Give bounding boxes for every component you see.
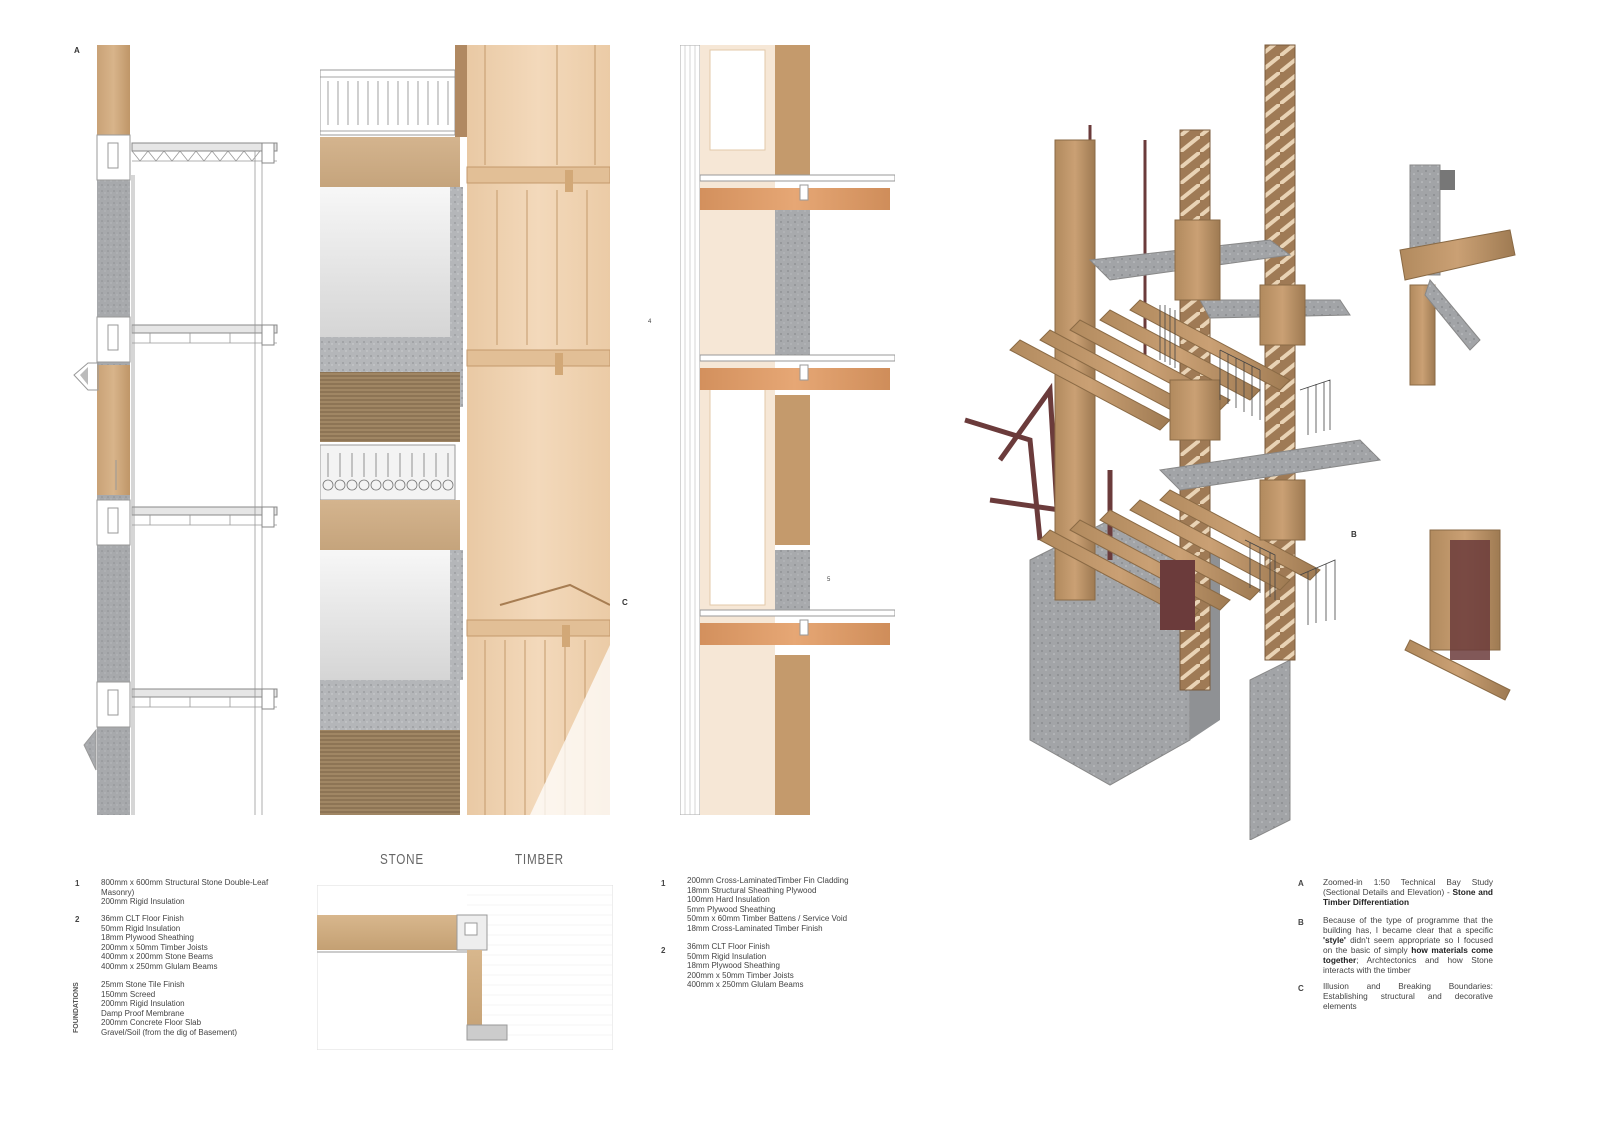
right-note-a-bold: Stone and Timber Differentiation	[1323, 887, 1494, 907]
left-note-2: 36mm CLT Floor Finish 50mm Rigid Insulat…	[101, 914, 217, 972]
left-note-1: 800mm x 600mm Structural Stone Double-Le…	[101, 878, 268, 907]
foundation-line: 150mm Screed	[101, 989, 156, 999]
left-note-1-line: 200mm Rigid Insulation	[101, 897, 185, 907]
tag-4: 4	[648, 319, 652, 325]
right-note-b: Because of the type of programme that th…	[1323, 915, 1493, 975]
middle-note-2-line: 18mm Plywood Sheathing	[687, 961, 780, 971]
heading-timber: TIMBER	[515, 851, 564, 868]
right-note-a: Zoomed-in 1:50 Technical Bay Study (Sect…	[1323, 877, 1493, 907]
middle-note-2-line: 200mm x 50mm Timber Joists	[687, 970, 794, 980]
middle-note-1-line: 18mm Cross-Laminated Timber Finish	[687, 923, 823, 933]
right-note-c: Illusion and Breaking Boundaries: Establ…	[1323, 981, 1493, 1011]
right-note-b-text: ; Archtectonics and how Stone interacts …	[1323, 955, 1493, 975]
middle-note-1: 200mm Cross-LaminatedTimber Fin Cladding…	[687, 876, 849, 934]
elevation-label-c: C	[622, 598, 628, 607]
right-note-b-text: Because of the type of programme that th…	[1323, 915, 1493, 935]
right-note-b-letter: B	[1298, 918, 1304, 927]
right-note-a-text: Zoomed-in 1:50 Technical Bay Study (Sect…	[1323, 877, 1493, 897]
right-note-b-bold: how materials come together	[1323, 945, 1494, 965]
foundation-line: Gravel/Soil (from the dig of Basement)	[101, 1027, 238, 1037]
left-note-2-number: 2	[75, 915, 80, 924]
tag-5: 5	[827, 577, 831, 583]
wall-section-drawing	[680, 45, 895, 815]
middle-note-2-number: 2	[661, 946, 666, 955]
left-note-2-line: 200mm x 50mm Timber Joists	[101, 942, 208, 952]
right-note-b-text: didn't seem appropriate so I focused on …	[1323, 935, 1493, 955]
foundation-line: 25mm Stone Tile Finish	[101, 980, 185, 989]
left-note-1-line: 800mm x 600mm Structural Stone Double-Le…	[101, 878, 269, 887]
middle-note-1-line: 200mm Cross-LaminatedTimber Fin Cladding	[687, 876, 849, 885]
elevation-drawing	[320, 45, 610, 815]
foundation-line: 200mm Rigid Insulation	[101, 999, 185, 1009]
plan-detail-drawing	[317, 885, 613, 1050]
middle-note-1-line: 18mm Structural Sheathing Plywood	[687, 885, 817, 895]
timber-wall-mid	[97, 365, 130, 495]
left-note-1-number: 1	[75, 879, 80, 888]
axonometric-label-b: B	[1351, 530, 1357, 539]
left-note-1-line: Masonry)	[101, 887, 135, 897]
left-note-2-line: 50mm Rigid Insulation	[101, 923, 181, 933]
foundations-heading: FOUNDATIONS	[73, 982, 80, 1033]
right-note-c-letter: C	[1298, 984, 1304, 993]
left-note-2-line: 400mm x 250mm Glulam Beams	[101, 961, 218, 971]
heading-stone: STONE	[380, 851, 424, 868]
left-note-2-line: 400mm x 200mm Stone Beams	[101, 952, 214, 962]
section-label-a: A	[74, 46, 80, 55]
axonometric-drawing	[964, 44, 1516, 840]
middle-note-2: 36mm CLT Floor Finish 50mm Rigid Insulat…	[687, 942, 803, 990]
left-note-2-line: 36mm CLT Floor Finish	[101, 914, 184, 923]
right-note-b-bold: 'style'	[1323, 935, 1346, 945]
timber-wall-top	[97, 45, 130, 135]
left-note-2-line: 18mm Plywood Sheathing	[101, 933, 194, 943]
middle-note-2-line: 400mm x 250mm Glulam Beams	[687, 980, 804, 990]
middle-note-2-line: 50mm Rigid Insulation	[687, 951, 767, 961]
foundation-line: Damp Proof Membrane	[101, 1008, 185, 1018]
right-note-a-letter: A	[1298, 879, 1304, 888]
foundation-line: 200mm Concrete Floor Slab	[101, 1018, 202, 1028]
foundation-notes: 25mm Stone Tile Finish 150mm Screed 200m…	[101, 980, 237, 1038]
middle-note-1-line: 100mm Hard Insulation	[687, 895, 770, 905]
middle-note-2-line: 36mm CLT Floor Finish	[687, 942, 770, 951]
middle-note-1-line: 5mm Plywood Sheathing	[687, 904, 776, 914]
middle-note-1-line: 50mm x 60mm Timber Battens / Service Voi…	[687, 914, 848, 924]
middle-note-1-number: 1	[661, 879, 666, 888]
section-detail-drawing	[73, 45, 278, 815]
